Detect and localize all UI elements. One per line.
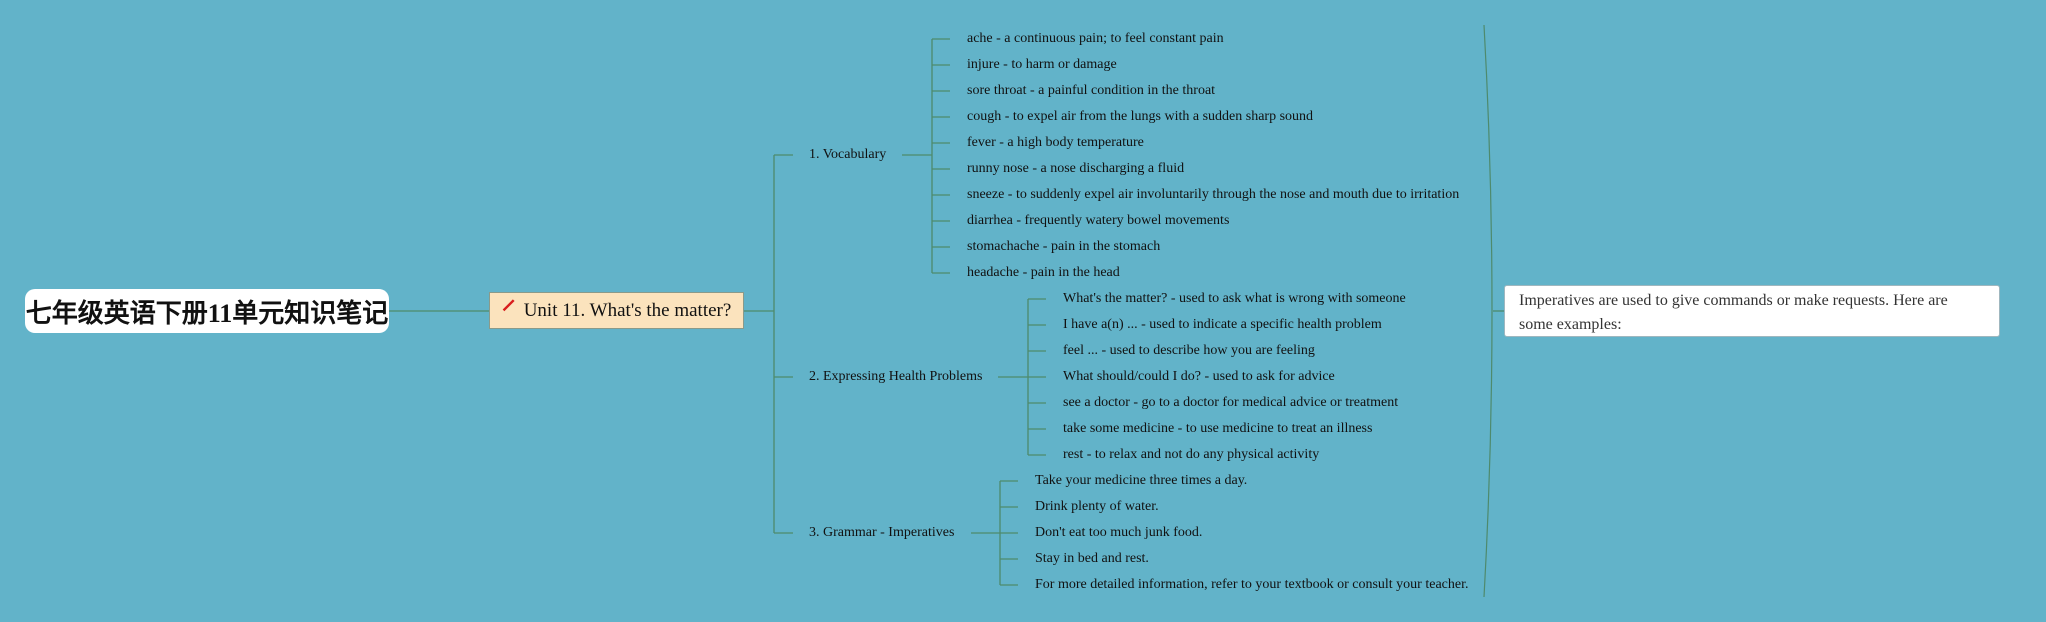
unit-title: Unit 11. What's the matter?: [523, 299, 732, 321]
leaf-item[interactable]: cough - to expel air from the lungs with…: [967, 109, 1314, 124]
red-flag-icon: ⸍: [501, 293, 516, 327]
branch-label-2[interactable]: 2. Expressing Health Problems: [809, 369, 983, 384]
leaf-item[interactable]: Take your medicine three times a day.: [1035, 473, 1248, 488]
leaf-item[interactable]: stomachache - pain in the stomach: [967, 239, 1161, 254]
leaf-item[interactable]: rest - to relax and not do any physical …: [1063, 447, 1320, 462]
leaf-item[interactable]: For more detailed information, refer to …: [1035, 577, 1469, 592]
leaf-item[interactable]: sneeze - to suddenly expel air involunta…: [967, 187, 1460, 202]
summary-note-text: Imperatives are used to give commands or…: [1519, 292, 1948, 333]
leaf-item[interactable]: runny nose - a nose discharging a fluid: [967, 161, 1185, 176]
unit-topic[interactable]: ⸍ Unit 11. What's the matter?: [489, 292, 744, 329]
summary-note[interactable]: Imperatives are used to give commands or…: [1504, 285, 2000, 337]
root-title: 七年级英语下册11单元知识笔记: [25, 298, 389, 328]
leaf-item[interactable]: injure - to harm or damage: [967, 57, 1117, 72]
leaf-item[interactable]: sore throat - a painful condition in the…: [967, 83, 1216, 98]
leaf-item[interactable]: headache - pain in the head: [967, 265, 1120, 280]
summary-brace: [1483, 24, 1493, 598]
leaf-item[interactable]: What's the matter? - used to ask what is…: [1063, 291, 1406, 306]
leaf-item[interactable]: diarrhea - frequently watery bowel movem…: [967, 213, 1230, 228]
leaf-item[interactable]: I have a(n) ... - used to indicate a spe…: [1063, 317, 1382, 332]
leaf-item[interactable]: feel ... - used to describe how you are …: [1063, 343, 1315, 358]
leaf-item[interactable]: Drink plenty of water.: [1035, 499, 1159, 514]
branch-label-1[interactable]: 1. Vocabulary: [809, 147, 887, 162]
leaf-item[interactable]: ache - a continuous pain; to feel consta…: [967, 31, 1224, 46]
leaf-item[interactable]: Stay in bed and rest.: [1035, 551, 1149, 566]
leaf-item[interactable]: Don't eat too much junk food.: [1035, 525, 1203, 540]
leaf-item[interactable]: fever - a high body temperature: [967, 135, 1144, 150]
root-topic[interactable]: 七年级英语下册11单元知识笔记: [25, 289, 389, 333]
leaf-item[interactable]: see a doctor - go to a doctor for medica…: [1063, 395, 1399, 410]
leaf-item[interactable]: take some medicine - to use medicine to …: [1063, 421, 1373, 436]
leaf-item[interactable]: What should/could I do? - used to ask fo…: [1063, 369, 1335, 384]
branch-label-3[interactable]: 3. Grammar - Imperatives: [809, 525, 955, 540]
